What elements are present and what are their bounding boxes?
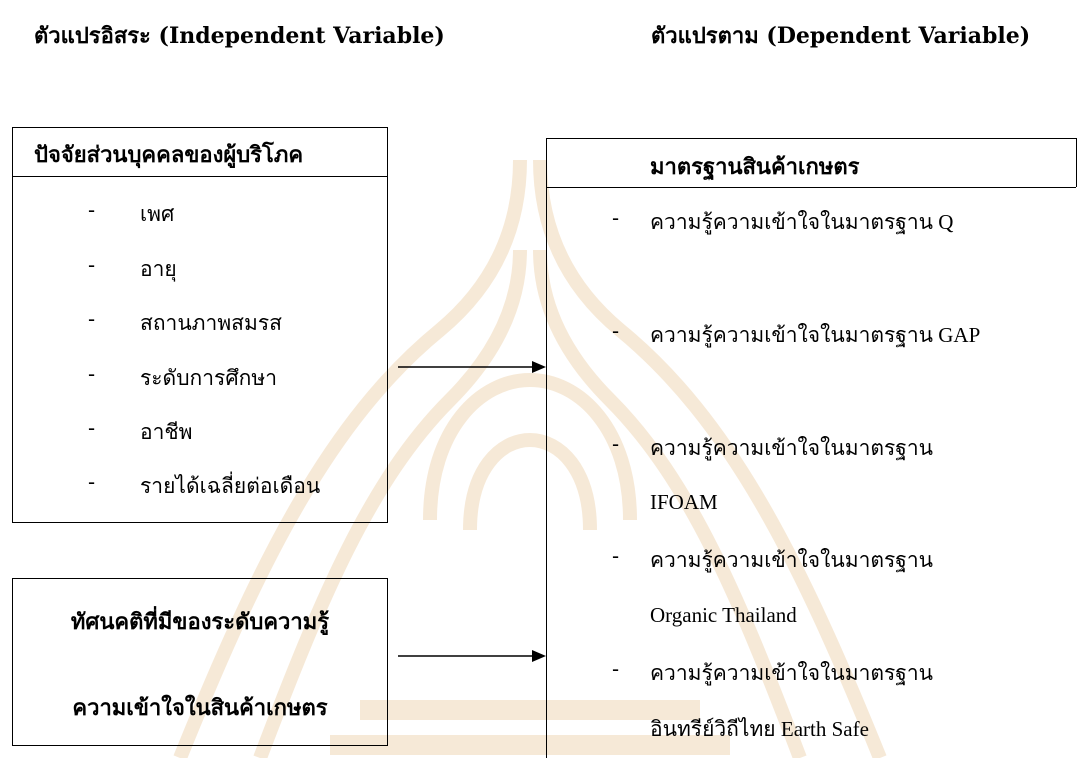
bullet-dash: - — [88, 198, 96, 222]
bullet-dash: - — [88, 416, 96, 440]
standard-item-organic-thailand-line1: ความรู้ความเข้าใจในมาตรฐาน — [650, 548, 934, 572]
standard-item-ifoam-line1: ความรู้ความเข้าใจในมาตรฐาน — [650, 436, 934, 460]
standards-box-top-border — [546, 138, 1076, 139]
bullet-dash: - — [88, 362, 96, 386]
arrowhead-attitude — [532, 650, 546, 662]
standards-box-right-border — [1076, 138, 1077, 187]
standards-box-left-border — [546, 138, 547, 758]
attitude-box — [12, 578, 388, 746]
standard-item-organic-thailand-line2: Organic Thailand — [650, 603, 797, 627]
personal-item-marital-status: สถานภาพสมรส — [140, 311, 282, 335]
personal-item-age: อายุ — [140, 257, 177, 281]
bullet-dash: - — [612, 319, 620, 343]
bullet-dash: - — [612, 206, 620, 230]
standard-item-earth-safe-line2: อินทรีย์วิถีไทย Earth Safe — [650, 717, 869, 741]
independent-variable-header: ตัวแปรอิสระ (Independent Variable) — [34, 23, 445, 49]
standard-item-ifoam-line2: IFOAM — [650, 490, 718, 514]
standard-item-gap: ความรู้ความเข้าใจในมาตรฐาน GAP — [650, 323, 981, 347]
personal-item-income: รายได้เฉลี่ยต่อเดือน — [140, 474, 321, 498]
standards-box-divider — [546, 187, 1076, 188]
personal-item-education: ระดับการศึกษา — [140, 366, 277, 390]
attitude-title-line1: ทัศนคติที่มีของระดับความรู้ — [70, 609, 330, 635]
personal-item-gender: เพศ — [140, 202, 175, 226]
arrowhead-personal — [532, 361, 546, 373]
personal-factors-divider — [12, 176, 388, 177]
personal-item-occupation: อาชีพ — [140, 420, 193, 444]
personal-factors-box — [12, 127, 388, 523]
bullet-dash: - — [88, 253, 96, 277]
bullet-dash: - — [612, 544, 620, 568]
bullet-dash: - — [612, 657, 620, 681]
bullet-dash: - — [88, 307, 96, 331]
dependent-variable-header: ตัวแปรตาม (Dependent Variable) — [651, 23, 1031, 49]
bullet-dash: - — [88, 470, 96, 494]
standards-title: มาตรฐานสินค้าเกษตร — [650, 154, 860, 180]
attitude-title-line2: ความเข้าใจในสินค้าเกษตร — [72, 695, 328, 721]
standard-item-earth-safe-line1: ความรู้ความเข้าใจในมาตรฐาน — [650, 661, 934, 685]
standard-item-q: ความรู้ความเข้าใจในมาตรฐาน Q — [650, 210, 954, 234]
personal-factors-title: ปัจจัยส่วนบุคคลของผู้บริโภค — [34, 142, 304, 168]
bullet-dash: - — [612, 432, 620, 456]
